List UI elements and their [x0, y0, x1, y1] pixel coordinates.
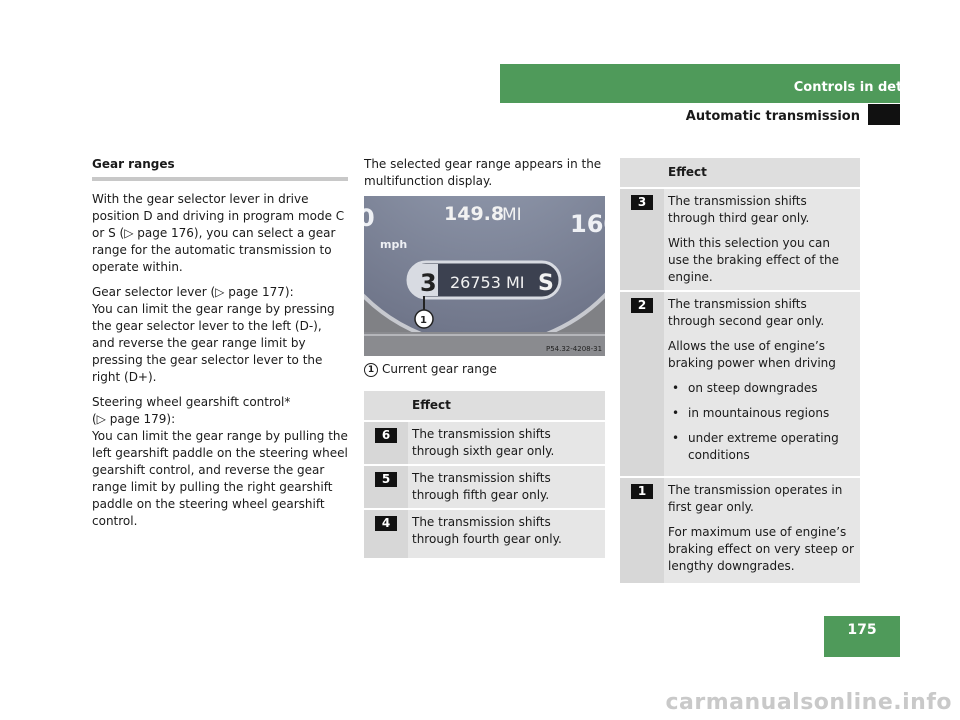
odometer-unit: MI: [506, 273, 525, 292]
watermark: carmanualsonline.info: [665, 690, 952, 715]
left-column: Gear ranges With the gear selector lever…: [92, 156, 348, 538]
effect-cell: The transmission shifts through fifth ge…: [408, 466, 605, 510]
image-code: P54.32-4208-31: [546, 345, 602, 353]
trip-value: 149.8: [444, 203, 504, 225]
table-row: 3 The transmission shifts through third …: [620, 189, 860, 292]
effect-header: Effect: [664, 158, 860, 189]
gear-key-badge: 3: [631, 195, 653, 210]
effect-line: With this selection you can use the brak…: [668, 236, 840, 284]
list-item: on steep downgrades: [668, 380, 854, 397]
intro-text: The selected gear range appears in the m…: [364, 157, 602, 188]
caption-number: 1: [364, 363, 378, 377]
speed-mark-left: 0: [364, 204, 375, 232]
table-row: 4 The transmission shifts through fourth…: [364, 510, 605, 558]
list-item: under extreme operating conditions: [668, 430, 854, 464]
section-title: Controls in detail: [793, 80, 920, 95]
effect-header: Effect: [408, 391, 605, 422]
effect-line: The transmission operates in first gear …: [668, 483, 843, 514]
gear-table-right: Effect 3 The transmission shifts through…: [620, 158, 860, 583]
gear-key-badge: 6: [375, 428, 397, 443]
speed-mark: 160: [570, 210, 605, 238]
effect-cell: The transmission operates in first gear …: [664, 478, 860, 583]
gear-key-badge: 1: [631, 484, 653, 499]
effect-line: Allows the use of engine’s braking power…: [668, 339, 836, 370]
header-bar: [500, 64, 900, 103]
speed-unit: mph: [380, 238, 407, 251]
figure-caption: 1 Current gear range: [364, 362, 497, 377]
trip-unit: MI: [502, 205, 522, 225]
paragraph: Steering wheel gearshift control* (▷ pag…: [92, 395, 348, 528]
gear-table-middle: Effect 6 The transmission shifts through…: [364, 391, 605, 558]
effect-line: For maximum use of engine’s braking effe…: [668, 525, 854, 573]
table-header-row: Effect: [620, 158, 860, 189]
header-key-cell: [620, 158, 664, 189]
list-item: in mountainous regions: [668, 405, 854, 422]
bullet-list: on steep downgrades in mountainous regio…: [668, 380, 854, 464]
effect-line: The transmission shifts through third ge…: [668, 194, 810, 225]
page-number: 175: [824, 616, 900, 657]
gear-key-badge: 4: [375, 516, 397, 531]
effect-line: The transmission shifts through second g…: [668, 297, 825, 328]
table-header-row: Effect: [364, 391, 605, 422]
table-row: 6 The transmission shifts through sixth …: [364, 422, 605, 466]
gear-digit: 3: [420, 269, 437, 297]
odometer-value: 26753: [450, 273, 501, 292]
header-marker: [868, 104, 900, 125]
effect-cell: The transmission shifts through fourth g…: [408, 510, 605, 558]
paragraph: Gear selector lever (▷ page 177): You ca…: [92, 285, 335, 384]
instrument-cluster-photo: 3 26753 MI S 149.8 MI 160 0 mph 1 P54.32…: [364, 196, 605, 356]
paragraph: With the gear selector lever in drive po…: [92, 192, 345, 274]
effect-cell: The transmission shifts through second g…: [664, 292, 860, 478]
gear-ranges-heading: Gear ranges: [92, 157, 175, 171]
table-row: 2 The transmission shifts through second…: [620, 292, 860, 478]
table-row: 1 The transmission operates in first gea…: [620, 478, 860, 583]
heading-rule: [92, 177, 348, 181]
subsection-title: Automatic transmission: [685, 109, 860, 124]
callout-number: 1: [420, 315, 427, 326]
instrument-cluster-illustration: 3 26753 MI S 149.8 MI 160 0 mph 1 P54.32…: [364, 196, 605, 356]
effect-cell: The transmission shifts through sixth ge…: [408, 422, 605, 466]
mode-letter: S: [538, 271, 554, 296]
gear-key-badge: 2: [631, 298, 653, 313]
header-key-cell: [364, 391, 408, 422]
table-row: 5 The transmission shifts through fifth …: [364, 466, 605, 510]
gear-key-badge: 5: [375, 472, 397, 487]
caption-text: Current gear range: [382, 362, 497, 376]
effect-cell: The transmission shifts through third ge…: [664, 189, 860, 292]
